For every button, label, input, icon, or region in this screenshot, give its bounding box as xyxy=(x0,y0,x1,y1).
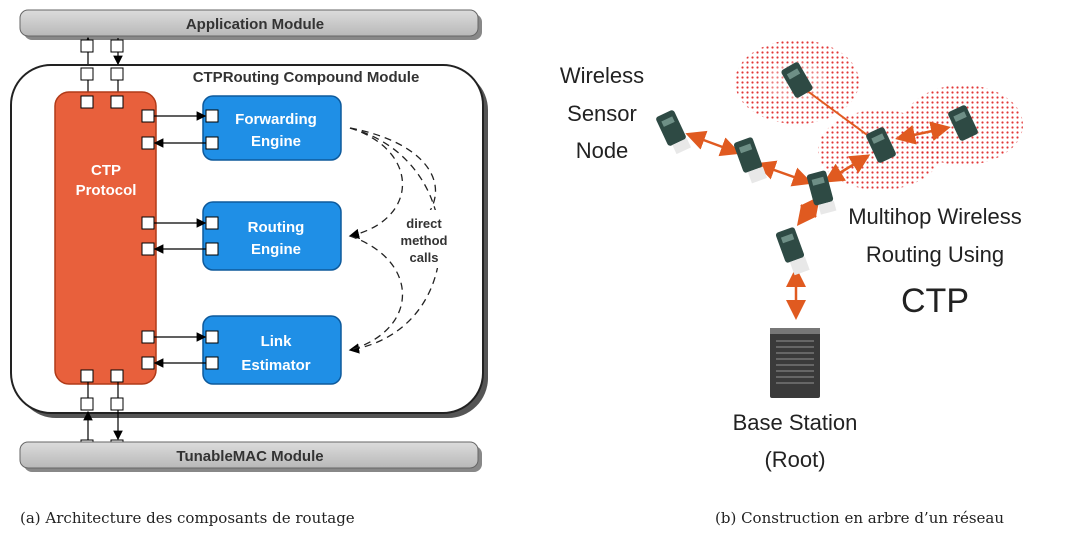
sensor-node-6 xyxy=(948,105,978,141)
wireless-sensor-node-label-3: Node xyxy=(576,138,629,163)
forwarding-connections xyxy=(141,109,219,150)
sensor-node-5 xyxy=(866,127,896,163)
sensor-node-1 xyxy=(656,110,692,155)
routing-engine-label-1: Routing xyxy=(248,219,305,236)
sensor-node-4 xyxy=(781,62,813,98)
tunablemac-module-bar xyxy=(19,441,479,469)
routing-engine-block xyxy=(202,201,342,271)
forwarding-engine-label-2: Engine xyxy=(251,133,301,150)
direct-method-calls-label-2: method xyxy=(401,233,448,248)
caption-left: (a) Architecture des composants de routa… xyxy=(20,509,355,527)
application-module-bar xyxy=(19,9,479,37)
base-station-label-2: (Root) xyxy=(764,447,825,472)
forwarding-engine-label-1: Forwarding xyxy=(235,111,317,128)
direct-method-calls-label-1: direct xyxy=(406,216,442,231)
routing-connections xyxy=(141,216,219,256)
architecture-diagram: Application Module CTPRouting Compound M… xyxy=(10,9,488,472)
ctp-protocol-label-1: CTP xyxy=(91,162,121,179)
wireless-sensor-node-label-2: Sensor xyxy=(567,101,637,126)
sensor-node-2 xyxy=(733,137,767,184)
caption-right: (b) Construction en arbre d’un réseau xyxy=(715,509,1005,527)
ctp-protocol-block xyxy=(54,91,157,385)
base-station-server-icon xyxy=(770,328,820,398)
multihop-label-2: Routing Using xyxy=(866,242,1004,267)
tunablemac-module-label: TunableMAC Module xyxy=(176,448,323,465)
routing-engine-label-2: Engine xyxy=(251,241,301,258)
sensor-node-3 xyxy=(806,170,837,215)
multihop-label-3: CTP xyxy=(901,282,969,320)
forwarding-engine-block xyxy=(202,95,342,161)
direct-method-calls-label-3: calls xyxy=(410,250,439,265)
link-connections xyxy=(141,330,219,370)
base-station-label-1: Base Station xyxy=(733,410,858,435)
link-estimator-block xyxy=(202,315,342,385)
sensor-node-7 xyxy=(775,227,810,276)
ctp-protocol-label-2: Protocol xyxy=(76,182,137,199)
application-module-label: Application Module xyxy=(186,16,324,33)
multihop-label-1: Multihop Wireless xyxy=(848,204,1022,229)
wireless-sensor-node-label-1: Wireless xyxy=(560,63,644,88)
compound-module-label: CTPRouting Compound Module xyxy=(193,69,420,86)
link-estimator-label-2: Estimator xyxy=(241,357,310,374)
network-tree-diagram: Wireless Sensor Node Multihop Wireless R… xyxy=(560,40,1023,472)
link-estimator-label-1: Link xyxy=(261,333,292,350)
